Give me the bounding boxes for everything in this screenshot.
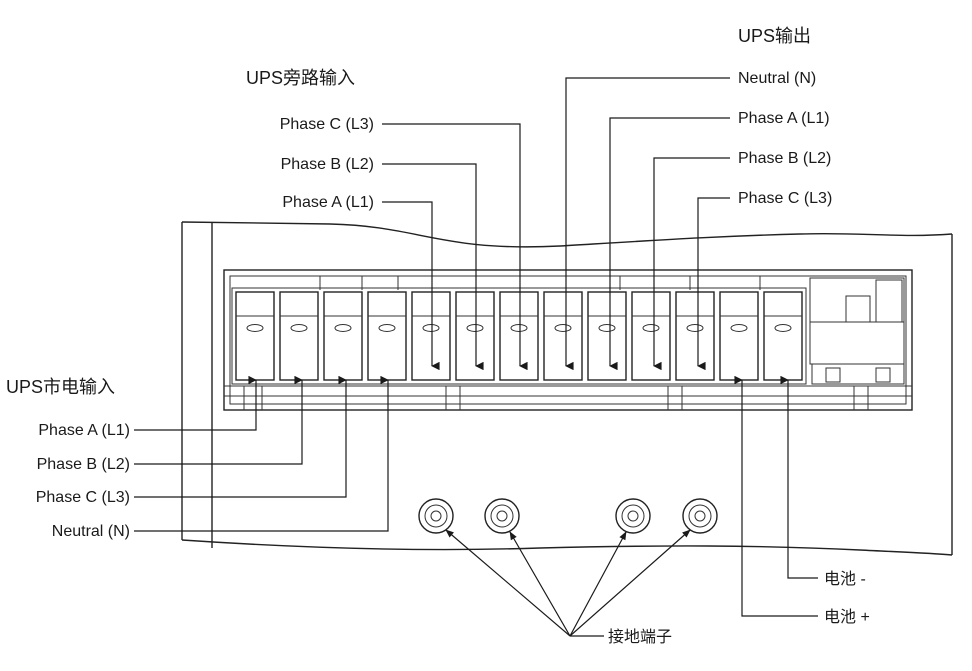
terminal-block <box>455 291 495 381</box>
mains-label-neutral: Neutral (N) <box>52 523 130 540</box>
terminal-block <box>543 291 583 381</box>
ground-leaders <box>445 529 691 637</box>
bypass-leaders <box>382 123 528 371</box>
terminal-block-row <box>231 287 807 385</box>
terminal-block <box>367 291 407 381</box>
output-label-neutral: Neutral (N) <box>738 70 816 87</box>
output-label-phase-a: Phase A (L1) <box>738 110 830 127</box>
terminal-block <box>279 291 319 381</box>
bypass-input-heading: UPS旁路输入 <box>246 68 355 88</box>
output-label-phase-b: Phase B (L2) <box>738 150 831 167</box>
terminal-block <box>587 291 627 381</box>
ground-stud <box>484 498 520 534</box>
terminal-block <box>675 291 715 381</box>
terminal-block <box>763 291 803 381</box>
bypass-label-phase-a: Phase A (L1) <box>282 194 374 211</box>
ups-output-heading: UPS输出 <box>738 26 811 46</box>
mains-leaders <box>134 375 389 532</box>
ground-stud <box>615 498 651 534</box>
ground-studs <box>418 498 718 534</box>
ground-terminal-label: 接地端子 <box>608 628 672 646</box>
output-leaders <box>565 77 730 371</box>
output-label-phase-c: Phase C (L3) <box>738 190 832 207</box>
mains-label-phase-b: Phase B (L2) <box>37 456 130 473</box>
terminal-block <box>235 291 275 381</box>
battery-positive-label: 电池 + <box>824 608 870 626</box>
terminal-block <box>499 291 539 381</box>
mains-label-phase-c: Phase C (L3) <box>36 489 130 506</box>
terminal-block <box>411 291 451 381</box>
mains-label-phase-a: Phase A (L1) <box>38 422 130 439</box>
terminal-block <box>323 291 363 381</box>
ground-stud <box>682 498 718 534</box>
mains-input-heading: UPS市电输入 <box>6 377 115 397</box>
terminal-block <box>631 291 671 381</box>
terminal-block <box>719 291 759 381</box>
battery-leaders <box>734 375 818 617</box>
cabinet-outline <box>181 221 953 556</box>
battery-negative-label: 电池 - <box>824 570 866 588</box>
bypass-label-phase-c: Phase C (L3) <box>280 116 374 133</box>
bypass-label-phase-b: Phase B (L2) <box>281 156 374 173</box>
ground-stud <box>418 498 454 534</box>
